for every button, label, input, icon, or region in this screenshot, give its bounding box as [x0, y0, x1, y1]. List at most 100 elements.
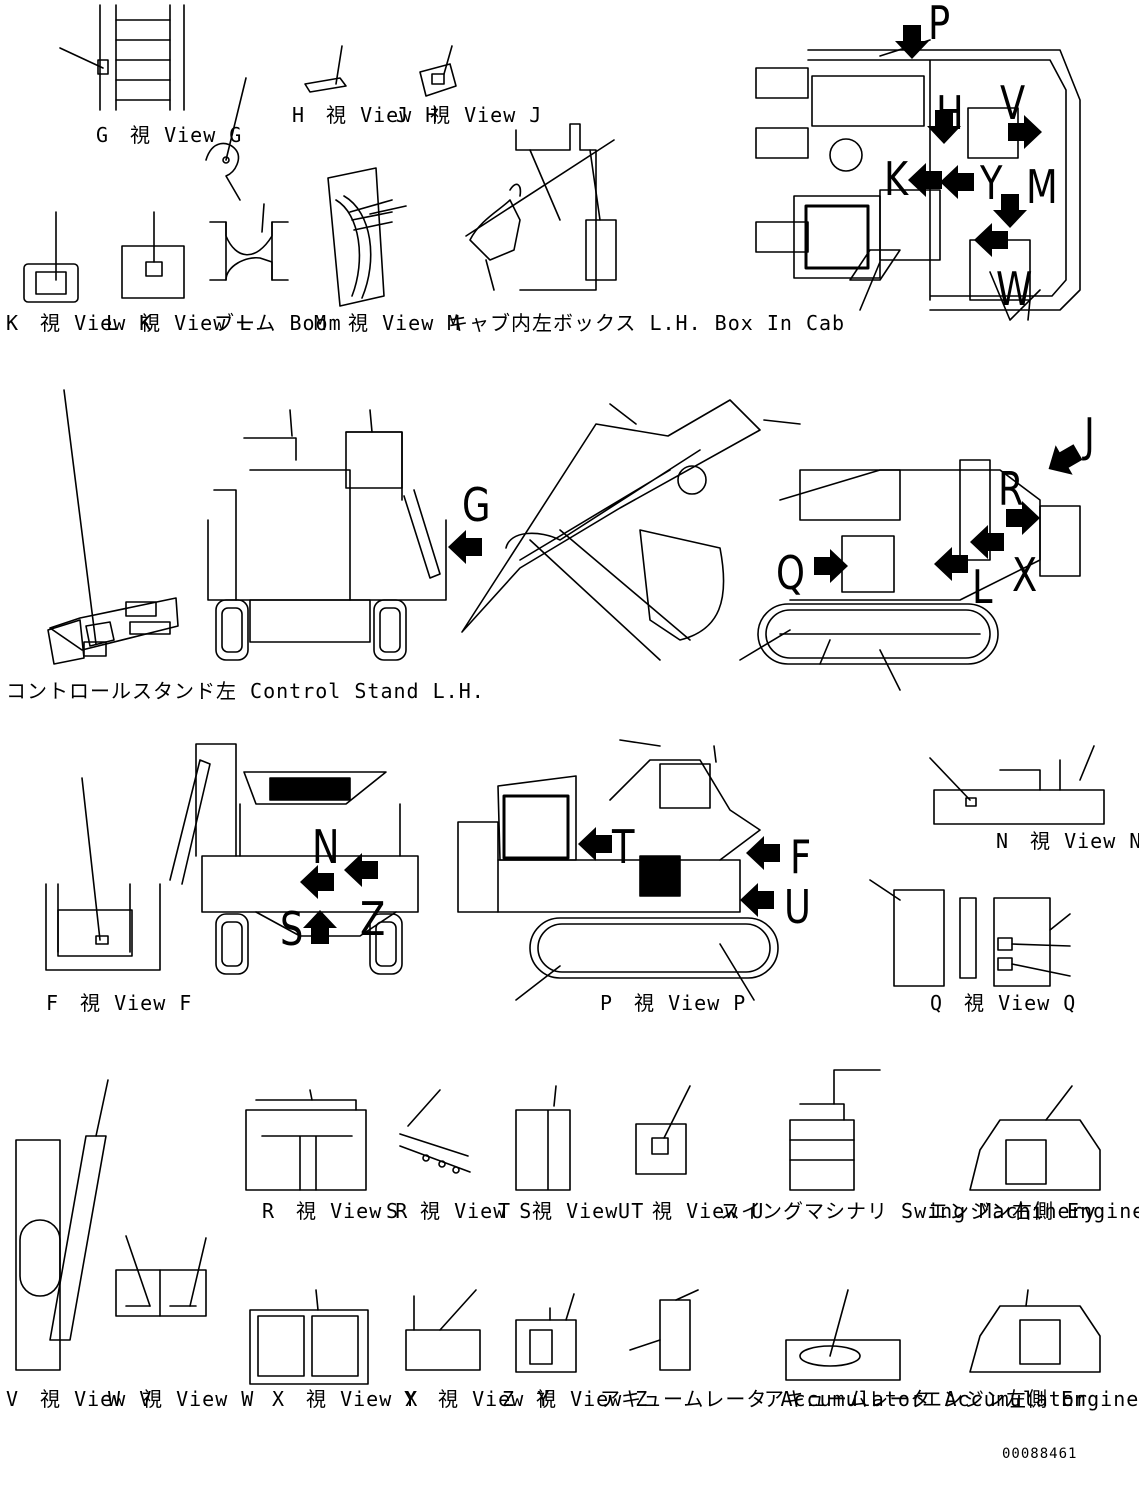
caption-jp: エンジン左側 [922, 1387, 1048, 1411]
view-n-drawing [929, 745, 1105, 825]
caption-view-s: S 視 View S [386, 1198, 531, 1224]
accumulator-1-drawing [629, 1289, 699, 1371]
view-w-drawing [115, 1235, 207, 1317]
caption-en: View U [686, 1199, 765, 1223]
caption-accumulator-1: アキュームレータ Accumulator [600, 1386, 923, 1412]
view-letter-v: V [1000, 76, 1026, 130]
engine-lh-drawing [969, 1289, 1101, 1373]
caption-en: Accumulator [780, 1387, 924, 1411]
caption-jp: J 視 [396, 103, 452, 127]
caption-jp: X 視 [272, 1387, 328, 1411]
arrow-n [343, 852, 379, 888]
caption-engine-rh-side: エンジン右側 Engine R.H. Side [928, 1198, 1139, 1224]
caption-en: Boom [289, 311, 342, 335]
view-letter-g: G [462, 478, 491, 532]
caption-jp: W 視 [108, 1387, 164, 1411]
arrow-s [302, 909, 338, 945]
view-s-drawing [399, 1089, 471, 1174]
arrow-w [973, 222, 1009, 258]
caption-jp: S 視 [386, 1199, 442, 1223]
caption-jp: P 視 [600, 991, 656, 1015]
view-letter-x: X [1012, 548, 1038, 602]
view-y-drawing [405, 1289, 481, 1371]
caption-engine-lh-side: エンジン左側 Engine R.H. Side [922, 1386, 1139, 1412]
caption-box-in-cab: キャブ内左ボックス L.H. Box In Cab [448, 310, 844, 336]
caption-view-w: W 視 View W [108, 1386, 253, 1412]
arrow-q [813, 548, 849, 584]
engine-rh-drawing [969, 1085, 1101, 1191]
caption-en: L.H. Box In Cab [649, 311, 846, 335]
view-m-drawing [327, 167, 407, 307]
caption-jp: Y 視 [404, 1387, 460, 1411]
view-letter-k: K [884, 152, 909, 206]
caption-en: Control Stand L.H. [250, 679, 485, 703]
arrow-l2 [933, 546, 969, 582]
caption-en: View K [74, 311, 153, 335]
caption-view-h: H 視 View H [292, 102, 437, 128]
caption-en: Engine R.H. Side [1067, 1199, 1139, 1223]
side-view-drawing [461, 399, 1081, 691]
caption-en: View Y [472, 1387, 551, 1411]
view-h-drawing [304, 45, 347, 93]
caption-en: Accumulator [944, 1387, 1088, 1411]
swing-machinery-drawing [789, 1069, 881, 1191]
caption-boom: ブーム Boom [214, 310, 341, 336]
caption-jp: Z 視 [502, 1387, 558, 1411]
caption-jp: K 視 [6, 311, 62, 335]
caption-en: View H [360, 103, 439, 127]
view-letter-h: H [936, 86, 964, 140]
view-j-drawing [419, 45, 457, 97]
caption-jp: ブーム [214, 311, 277, 335]
caption-en: View F [114, 991, 193, 1015]
caption-view-v: V 視 View V [6, 1386, 151, 1412]
caption-jp: N 視 [996, 829, 1052, 853]
caption-en: View P [668, 991, 747, 1015]
caption-control-stand: コントロールスタンド左 Control Stand L.H. [6, 678, 484, 704]
view-letter-p: P [928, 0, 951, 50]
view-letter-j: J [1084, 408, 1095, 462]
caption-view-f: F 視 View F [46, 990, 191, 1016]
caption-en: View N [1064, 829, 1139, 853]
caption-view-y: Y 視 View Y [404, 1386, 549, 1412]
view-g-drawing [59, 4, 185, 111]
caption-en: View X [340, 1387, 419, 1411]
view-letter-w: W [996, 262, 1033, 316]
caption-view-x: X 視 View X [272, 1386, 417, 1412]
caption-jp: スイングマシナリ [720, 1199, 888, 1223]
caption-en: View L [174, 311, 253, 335]
view-letter-r: R [998, 462, 1024, 516]
caption-jp: G 視 [96, 123, 152, 147]
caption-jp: Q 視 [930, 991, 986, 1015]
view-u-drawing [635, 1085, 691, 1175]
view-v-drawing [15, 1079, 109, 1371]
caption-jp: H 視 [292, 103, 348, 127]
caption-view-k: K 視 View K [6, 310, 151, 336]
caption-en: Swing Machinery [901, 1199, 1097, 1223]
view-q-drawing [869, 879, 1071, 987]
arrow-k [907, 162, 943, 198]
caption-en: View S [454, 1199, 533, 1223]
arrow-f [745, 835, 781, 871]
view-letter-u: U [784, 880, 811, 934]
caption-view-l: L 視 View L [106, 310, 251, 336]
caption-jp: エンジン右側 [928, 1199, 1054, 1223]
caption-jp: コントロールスタンド左 [6, 679, 237, 703]
arrow-y [939, 164, 975, 200]
view-r-drawing [245, 1089, 367, 1191]
arrow-t [577, 826, 613, 862]
caption-en: Engine R.H. Side [1061, 1387, 1139, 1411]
boom-clip-drawing [205, 77, 247, 201]
caption-en: View M [382, 311, 461, 335]
view-letter-q: Q [776, 546, 805, 600]
caption-jp: T 視 [498, 1199, 554, 1223]
caption-jp: アキュームレータ [600, 1387, 768, 1411]
caption-jp: V 視 [6, 1387, 62, 1411]
caption-swing-machinery: スイングマシナリ Swing Machinery [720, 1198, 1096, 1224]
caption-jp: R 視 [262, 1199, 318, 1223]
caption-view-n: N 視 View N [996, 828, 1139, 854]
accumulator-2-drawing [785, 1289, 901, 1381]
caption-en: View Z [570, 1387, 649, 1411]
caption-en: View J [464, 103, 543, 127]
caption-view-q: Q 視 View Q [930, 990, 1075, 1016]
